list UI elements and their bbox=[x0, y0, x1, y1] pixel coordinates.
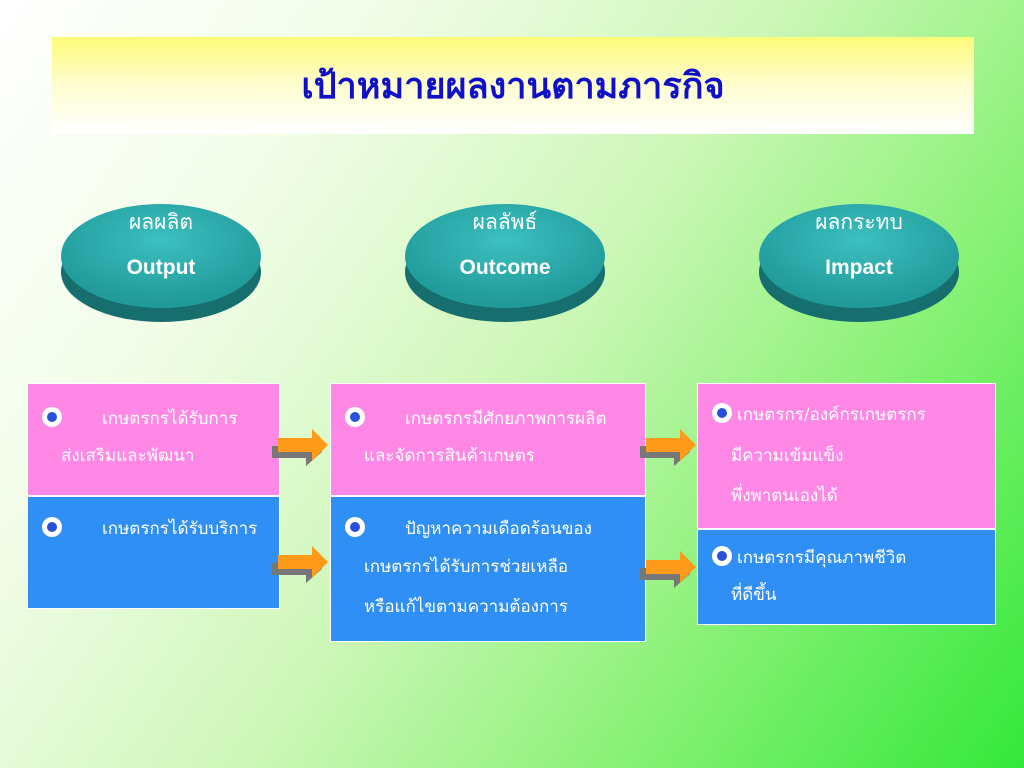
impact-bottom-line2: ที่ดีขึ้น bbox=[731, 585, 777, 605]
output-bottom-box: เกษตรกรได้รับบริการ bbox=[27, 496, 280, 609]
arrow-right-icon bbox=[640, 551, 696, 588]
bullet-icon bbox=[345, 407, 365, 427]
output-title-th: ผลผลิต bbox=[129, 210, 193, 234]
bullet-icon bbox=[42, 517, 62, 537]
output-top-box: เกษตรกรได้รับการ ส่งเสริมและพัฒนา bbox=[27, 383, 280, 496]
bullet-icon bbox=[712, 403, 732, 423]
outcome-bottom-line2: เกษตรกรได้รับการช่วยเหลือ bbox=[364, 557, 569, 577]
impact-top-box: เกษตรกร/องค์กรเกษตรกร มีความเข้มแข็ง พึ่… bbox=[697, 383, 996, 529]
impact-bottom-line1: เกษตรกรมีคุณภาพชีวิต bbox=[737, 548, 907, 568]
bullet-icon bbox=[345, 517, 365, 537]
outcome-top-box: เกษตรกรมีศักยภาพการผลิต และจัดการสินค้าเ… bbox=[330, 383, 646, 496]
output-disc: ผลผลิต Output bbox=[58, 192, 264, 328]
arrow-right-icon bbox=[272, 429, 328, 466]
output-top-line2: ส่งเสริมและพัฒนา bbox=[61, 446, 195, 466]
output-top-line1: เกษตรกรได้รับการ bbox=[102, 409, 238, 429]
impact-top-line2: มีความเข้มแข็ง bbox=[731, 446, 844, 466]
impact-bottom-box: เกษตรกรมีคุณภาพชีวิต ที่ดีขึ้น bbox=[697, 529, 996, 625]
impact-title-en: Impact bbox=[825, 256, 893, 279]
impact-top-line1: เกษตรกร/องค์กรเกษตรกร bbox=[737, 405, 926, 425]
outcome-disc-shape bbox=[405, 204, 605, 322]
arrow-right-icon bbox=[640, 429, 696, 466]
outcome-title-en: Outcome bbox=[459, 256, 551, 279]
output-bottom-line1: เกษตรกรได้รับบริการ bbox=[102, 519, 258, 539]
outcome-bottom-line1: ปัญหาความเดือดร้อนของ bbox=[405, 519, 592, 539]
arrow-right-icon bbox=[272, 546, 328, 583]
title-banner: เป้าหมายผลงานตามภารกิจ bbox=[52, 37, 974, 134]
impact-disc: ผลกระทบ Impact bbox=[756, 192, 962, 328]
output-disc-shape bbox=[61, 204, 261, 322]
slide-title: เป้าหมายผลงานตามภารกิจ bbox=[301, 65, 725, 107]
outcome-disc: ผลลัพธ์ Outcome bbox=[402, 192, 608, 328]
outcome-bottom-box: ปัญหาความเดือดร้อนของ เกษตรกรได้รับการช่… bbox=[330, 496, 646, 642]
output-title-en: Output bbox=[126, 256, 196, 279]
bullet-icon bbox=[42, 407, 62, 427]
bullet-icon bbox=[712, 546, 732, 566]
outcome-top-line2: และจัดการสินค้าเกษตร bbox=[364, 446, 535, 466]
impact-title-th: ผลกระทบ bbox=[815, 210, 903, 234]
outcome-bottom-line3: หรือแก้ไขตามความต้องการ bbox=[364, 597, 568, 617]
outcome-title-th: ผลลัพธ์ bbox=[472, 210, 538, 234]
impact-top-line3: พึ่งพาตนเองได้ bbox=[731, 486, 838, 506]
outcome-top-line1: เกษตรกรมีศักยภาพการผลิต bbox=[405, 409, 607, 429]
impact-disc-shape bbox=[759, 204, 959, 322]
